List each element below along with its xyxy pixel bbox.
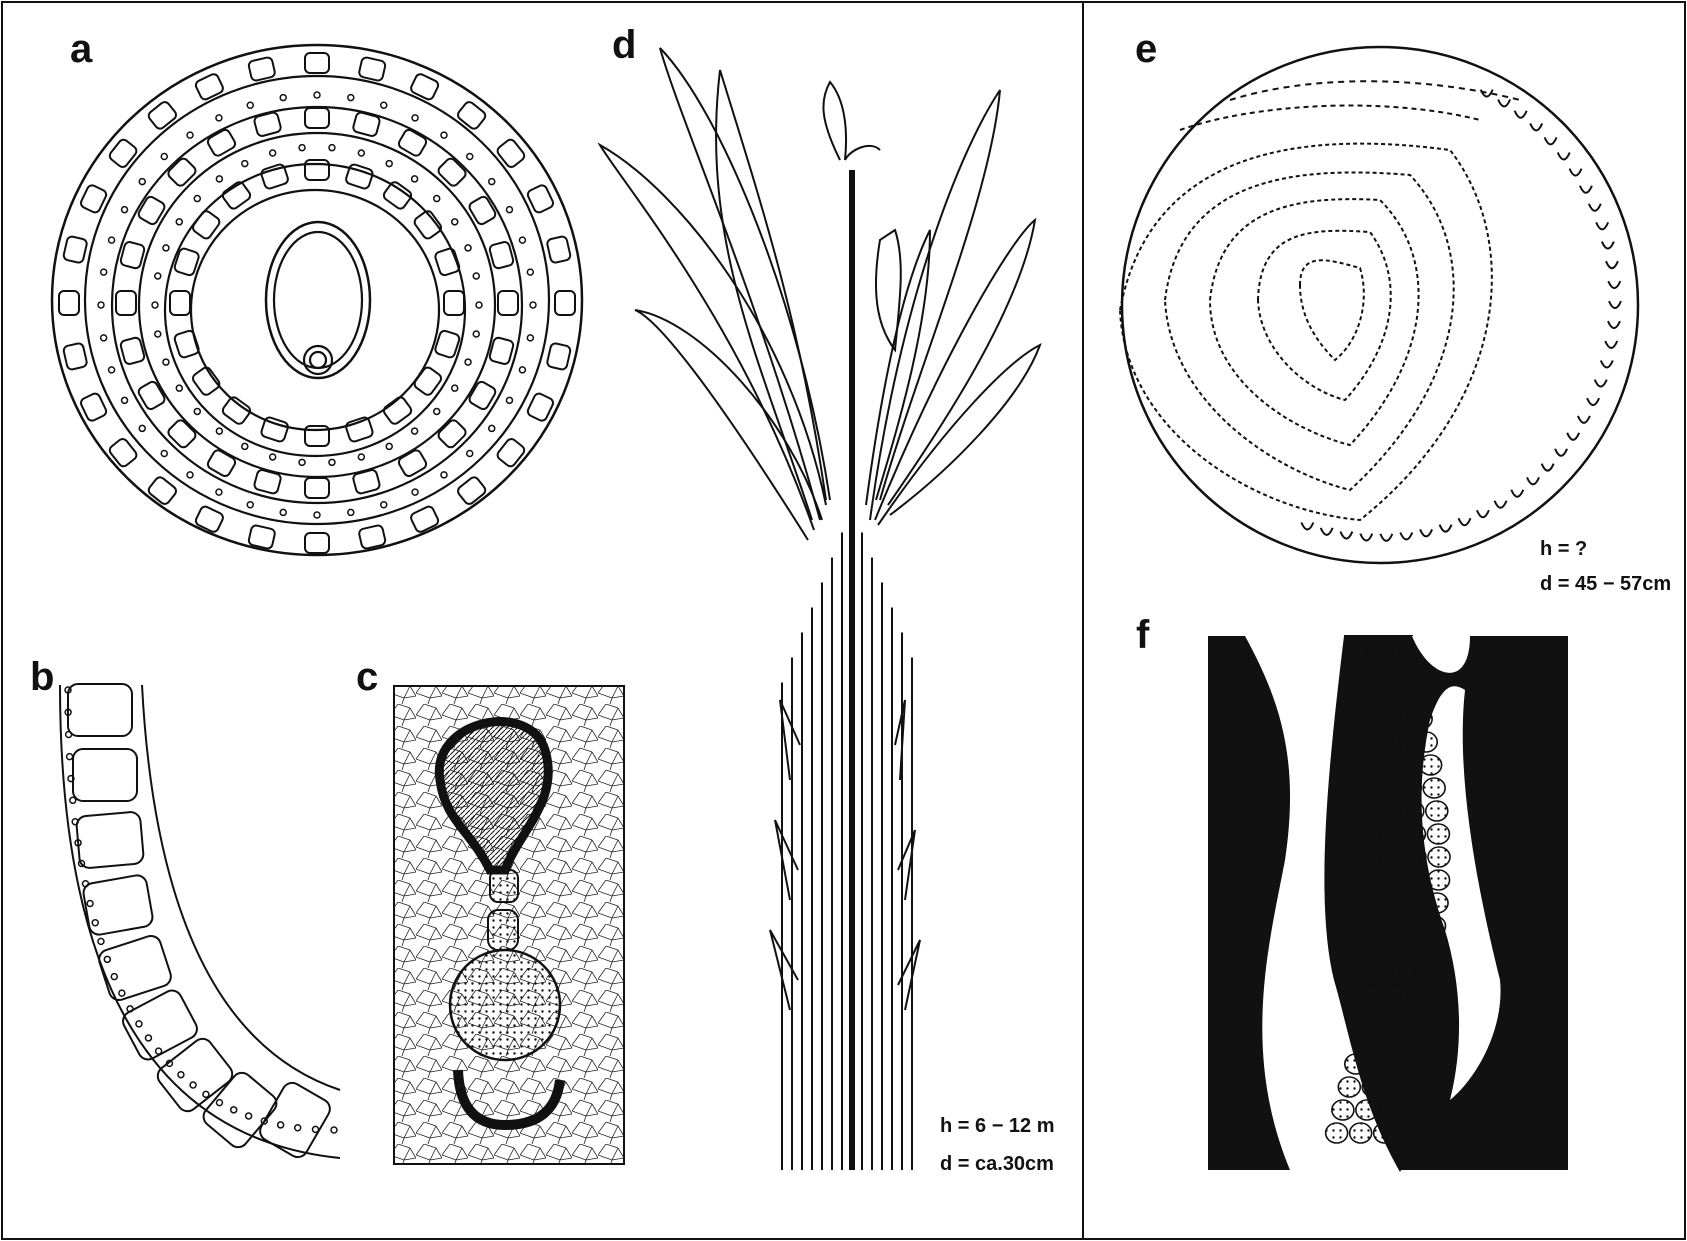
panel-label-a: a bbox=[70, 27, 93, 71]
diameter-label-d: d = ca.30cm bbox=[940, 1153, 1054, 1175]
height-label-e: h = ? bbox=[1540, 538, 1587, 560]
panel-label-b: b bbox=[30, 655, 54, 699]
vascular-tissue-detail bbox=[394, 686, 624, 1164]
panel-label-c: c bbox=[356, 655, 378, 699]
trunk-cross-section bbox=[1120, 47, 1638, 563]
panel-label-f: f bbox=[1136, 613, 1150, 657]
height-label-d: h = 6 − 12 m bbox=[940, 1115, 1055, 1137]
stem-wall-detail bbox=[60, 684, 340, 1161]
coiled-stem-cross-section bbox=[52, 45, 582, 555]
panel-label-d: d bbox=[612, 23, 636, 67]
panel-label-e: e bbox=[1135, 27, 1157, 71]
plant-habit-drawing bbox=[600, 48, 1040, 1170]
diameter-label-e: d = 45 − 57cm bbox=[1540, 573, 1671, 595]
wavy-stem-section bbox=[1208, 636, 1568, 1170]
